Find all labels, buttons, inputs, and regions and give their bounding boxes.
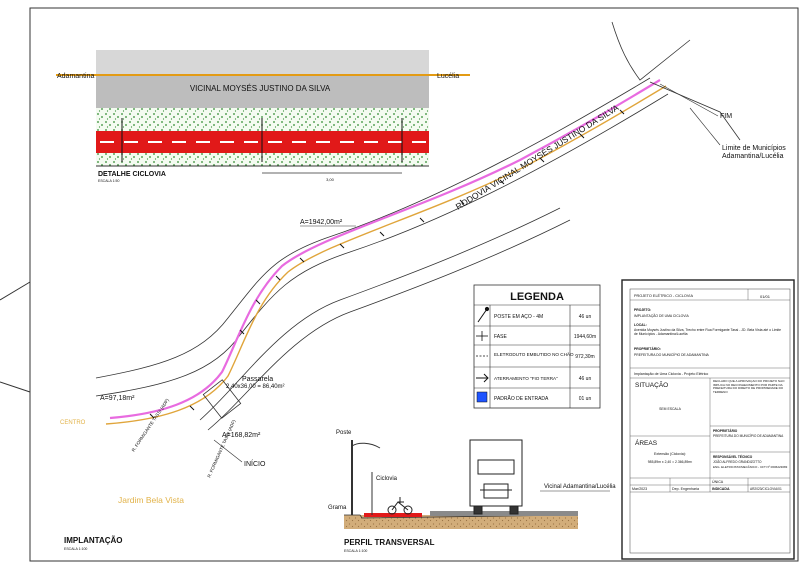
road-edge-lower-2	[207, 219, 571, 431]
road-name: VICINAL MOYSÉS JUSTINO DA SILVA	[190, 84, 331, 93]
ground-symbol-icon	[476, 373, 489, 383]
centro-label: CENTRO	[60, 420, 86, 426]
perfil-title: PERFIL TRANSVERSAL	[344, 538, 435, 547]
entry-pattern-icon	[476, 391, 488, 403]
detail-poles	[121, 118, 403, 162]
road-top-fork	[611, 21, 741, 141]
legend-title: LEGENDA	[510, 291, 564, 303]
plan-title: IMPLANTAÇÃO	[64, 536, 123, 545]
perfil-bike-lane	[364, 513, 422, 517]
tb-prop-label: PROPRIETÁRIO:	[634, 346, 661, 351]
fim-leader	[659, 83, 719, 117]
tb-decl: DECLARO QUE A APROVAÇÃO DO PROJETO NÃO I…	[713, 380, 785, 394]
area-1: A=1942,00m²	[300, 219, 343, 226]
legend-row-4-qty: 01 un	[579, 396, 592, 402]
tb-objeto-label: PROJETO:	[634, 308, 651, 312]
dim-text: 3,00	[326, 177, 335, 182]
pole-symbol-icon	[477, 306, 490, 323]
grama-label: Grama	[328, 505, 347, 511]
area-3: A=168,82m²	[222, 432, 261, 439]
bairro-label: Jardim Bela Vista	[118, 495, 184, 505]
limite-leader	[689, 107, 721, 146]
tb-resp-reg: ENG. ELETRICISTA/MECÂNICO - CFT Nº 06062…	[713, 464, 788, 469]
tb-escala: INDICADA	[712, 487, 730, 491]
sheet-left-edge	[0, 281, 31, 393]
tb-sem-escala: SEM ESCALA	[659, 407, 681, 411]
passarela-label: Passarela	[242, 376, 273, 383]
legend-row-2-label: ELETRODUTO EMBUTIDO NO CHÃO	[494, 351, 574, 357]
legend-row-4-label: PADRÃO DE ENTRADA	[494, 395, 549, 402]
tb-date: Mar/2023	[632, 487, 647, 491]
perfil-transversal: Poste Ciclovia Grama Vicinal Adamantina/…	[328, 430, 616, 553]
poste-label: Poste	[336, 430, 352, 436]
perfil-scale: ESCALA 1:100	[344, 549, 367, 553]
legend-row-1-label: FASE	[494, 334, 507, 340]
title-block: PROJETO ELÉTRICO - CICLOVIA 01/01 PROJET…	[621, 279, 795, 560]
phase-symbol-icon	[476, 331, 488, 341]
tb-author: Dep. Engenharia	[672, 487, 699, 491]
tb-resp-label: RESPONSÁVEL TÉCNICO	[713, 454, 753, 459]
tb-areas: ÁREAS	[635, 438, 658, 447]
inicio-leader	[213, 439, 243, 463]
tb-local-label: LOCAL:	[634, 323, 647, 327]
road-label: RODOVIA VICINAL MOYSÉS JUSTINO DA SILVA	[454, 102, 621, 211]
tb-prop: PREFEITURA DO MUNICÍPIO DE ADAMANTINA	[634, 353, 710, 357]
tb-revisao: ÚNICA	[712, 479, 724, 484]
legend-row-2-qty: 972,30m	[575, 354, 594, 360]
tb-prop2-label: PROPRIETÁRIO	[713, 428, 738, 433]
tb-resp: JOÃO ALFREDO GRANDIZOTTO	[713, 459, 762, 464]
legend-row-3-label: ATERRAMENTO "FIO TERRA"	[494, 376, 558, 381]
rua-label-1: R. FORMIGANTE TASSI (ADF)	[131, 397, 171, 452]
passarela-shape	[202, 379, 242, 419]
detalhe-title: DETALHE CICLOVIA	[98, 171, 166, 178]
legend-row-0-label: POSTE EM AÇO - 4M	[494, 314, 543, 320]
tb-project: PROJETO ELÉTRICO - CICLOVIA	[634, 293, 693, 298]
bicycle-icon	[387, 497, 413, 515]
left-city: Adamantina	[57, 73, 94, 80]
road-edge-inner	[95, 93, 669, 397]
plan-scale: ESCALA 1:100	[64, 547, 87, 551]
tb-sub: Implantação de Uma Ciclovia - Projeto El…	[634, 372, 708, 376]
legend-row-0-qty: 46 un	[579, 314, 592, 320]
area-2: A=97,18m²	[100, 395, 135, 402]
detalhe-ciclovia: 3,00 Adamantina Lucélia VICINAL MOYSÉS J…	[56, 50, 470, 183]
legend-row-1-qty: 1944,60m	[574, 334, 596, 340]
plan-pole-marks	[149, 109, 625, 419]
road-edge-outer	[95, 77, 651, 379]
perfil-pole-arm	[351, 442, 381, 449]
tb-situacao: SITUAÇÃO	[635, 380, 668, 389]
limite-label-1: Limite de Municípios	[722, 145, 786, 152]
inicio-label: INÍCIO	[244, 459, 266, 468]
limite-label-2: Adamantina/Lucélia	[722, 153, 784, 160]
truck-icon	[469, 439, 523, 515]
perfil-soil	[344, 515, 578, 529]
tb-local: Avenida Moysés Justino da Silva, Trecho …	[634, 328, 781, 337]
right-city: Lucélia	[437, 73, 459, 80]
tb-area-item: Extensão (Ciclovia):	[654, 452, 686, 456]
passarela-dim: 2,40x36,00 = 86,40m²	[226, 384, 285, 390]
tb-prop2: PREFEITURA DO MUNICÍPIO DE ADAMANTINA	[713, 434, 784, 438]
perfil-road	[430, 511, 578, 516]
tb-area-val: 985,89m x 2,40 = 2.366,89m²	[648, 460, 693, 464]
bike-path-pink	[109, 79, 661, 420]
legend-box	[473, 284, 601, 409]
tb-sheet: 01/01	[760, 294, 771, 299]
legend-row-3-qty: 46 un	[579, 376, 592, 382]
road-top-gray	[96, 50, 429, 74]
road-edge-lower	[199, 207, 561, 421]
sheet-border	[29, 7, 799, 562]
ciclovia-label: Ciclovia	[376, 476, 398, 482]
vicinal-label: Vicinal Adamantina/Lucélia	[544, 484, 616, 490]
tb-codigo: AR2023/CICLOVIA/01	[750, 487, 782, 491]
detalhe-scale: ESCALA 1:50	[98, 179, 119, 183]
fim-label: FIM	[720, 113, 732, 120]
tb-objeto: IMPLANTAÇÃO DE UMA CICLOVIA	[634, 313, 690, 318]
legend: LEGENDA POSTE EM AÇO - 4M 46 un FASE 194…	[473, 284, 601, 409]
